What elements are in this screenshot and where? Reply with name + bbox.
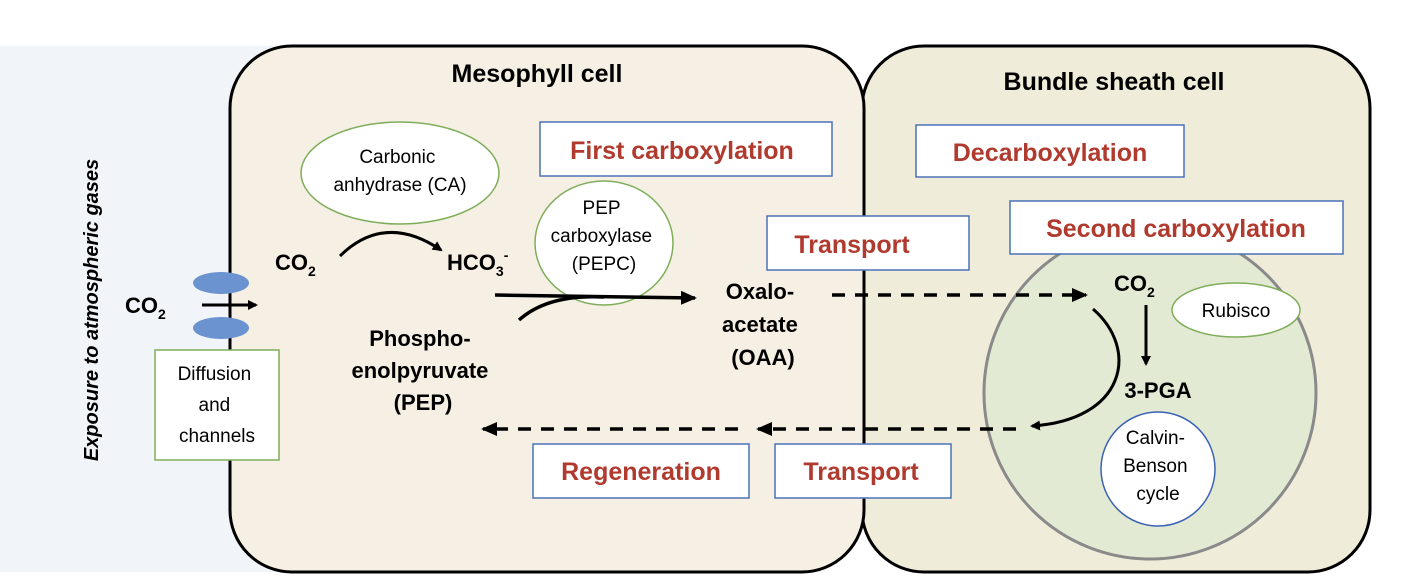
pep-line2: enolpyruvate [351, 358, 488, 383]
calvin-benson-circle: Calvin- Benson cycle [1100, 411, 1216, 527]
transport-top-label: Transport [794, 231, 910, 259]
svg-text:Oxalo- acetate (OAA): Oxalo- acetate (OAA) [722, 279, 804, 370]
oaa-line3: (OAA) [731, 345, 795, 370]
membrane-channel-top [193, 272, 249, 294]
diffusion-line1: Diffusion [178, 364, 252, 385]
decarboxylation-label: Decarboxylation [953, 139, 1148, 167]
diffusion-box: Diffusion and channels [154, 349, 280, 461]
diffusion-line3: channels [179, 426, 255, 447]
mesophyll-co2: CO2 [275, 250, 316, 279]
regeneration-label: Regeneration [561, 458, 721, 486]
oaa-line1: Oxalo- [726, 279, 794, 304]
decarboxylation-box: Decarboxylation [915, 124, 1185, 178]
carbonic-anhydrase-line2: anhydrase (CA) [333, 175, 466, 196]
diffusion-line2: and [199, 395, 231, 416]
first-carboxylation-box: First carboxylation [539, 121, 833, 177]
rubisco-label: Rubisco [1202, 301, 1271, 322]
carbonic-anhydrase-ellipse: Carbonic anhydrase (CA) [300, 121, 500, 225]
membrane-channel-bottom [193, 317, 249, 339]
svg-text:PEP carboxylase (P: PEP carboxylase (PEPC) [551, 198, 658, 275]
second-carboxylation-label: Second carboxylation [1046, 215, 1306, 243]
calvin-line1: Calvin- [1126, 428, 1185, 449]
svg-text:Phospho- enolpyruvate: Phospho- enolpyruvate (PEP) [351, 326, 494, 415]
bundle-co2: CO2 [1114, 271, 1155, 300]
rubisco-ellipse: Rubisco [1171, 282, 1301, 338]
pepc-line1: PEP [583, 198, 621, 219]
svg-text:Calvin- Benson cyc: Calvin- Benson cycle [1123, 428, 1193, 505]
pepc-ellipse: PEP carboxylase (PEPC) [534, 180, 674, 306]
side-label: Exposure to atmospheric gases [81, 159, 103, 461]
first-carboxylation-label: First carboxylation [570, 137, 794, 165]
svg-text:Diffusion and chan: Diffusion and channels [178, 364, 257, 447]
cycle-curve-arrow [1030, 307, 1121, 431]
carbonic-anhydrase-line1: Carbonic [359, 147, 435, 168]
pepc-line2: carboxylase [551, 226, 652, 247]
pep-line1: Phospho- [369, 326, 470, 351]
oaa-line2: acetate [722, 312, 798, 337]
regeneration-box: Regeneration [532, 443, 750, 499]
transport-bottom-box: Transport [774, 443, 952, 499]
pga-label: 3-PGA [1124, 378, 1191, 403]
transport-bottom-label: Transport [803, 458, 919, 486]
calvin-line3: cycle [1136, 484, 1179, 505]
bundle-sheath-title: Bundle sheath cell [1004, 68, 1225, 96]
second-carboxylation-box: Second carboxylation [1009, 200, 1344, 255]
transport-top-box: Transport [766, 215, 970, 271]
pep-line3: (PEP) [394, 390, 453, 415]
pepc-line3: (PEPC) [572, 254, 636, 275]
outside-co2: CO2 [125, 293, 166, 322]
calvin-line2: Benson [1123, 456, 1187, 477]
hco3: HCO3- [447, 247, 509, 279]
pep-input-curve [517, 294, 605, 322]
mesophyll-title: Mesophyll cell [452, 60, 623, 88]
ca-reaction-arrow [338, 230, 443, 258]
svg-text:Carbonic anhydrase (CA): Carbonic anhydrase (CA) [333, 147, 466, 196]
